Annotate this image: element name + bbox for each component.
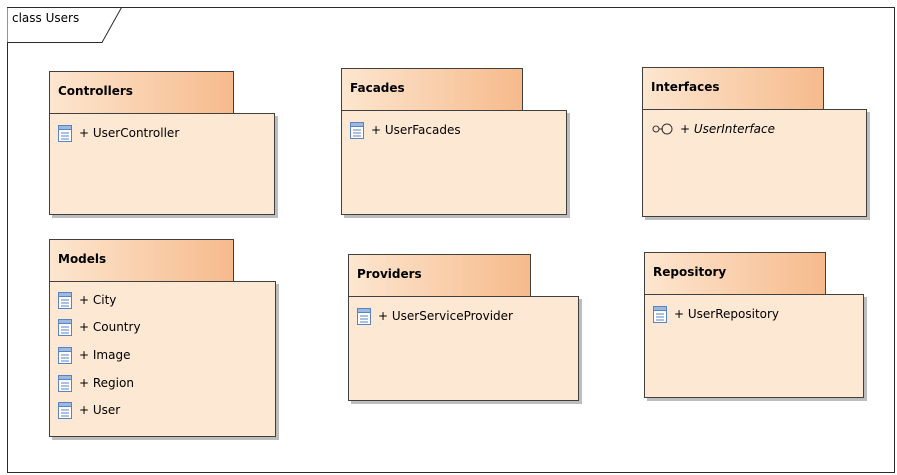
class-icon (357, 307, 371, 325)
package-body: + UserFacades (341, 110, 567, 215)
package-name: Controllers (58, 84, 133, 98)
package-body: + City + Country + Image + Region + User (49, 281, 276, 437)
class-icon (58, 124, 72, 142)
package-tab: Providers (348, 254, 531, 297)
class-name: + UserFacades (371, 123, 461, 137)
package-body: + UserServiceProvider (348, 296, 579, 401)
package-tab: Controllers (49, 71, 234, 114)
class-item-city[interactable]: + City (58, 290, 116, 310)
frame-label-tab (7, 7, 122, 43)
class-icon (58, 346, 72, 364)
interface-name: + UserInterface (680, 122, 775, 136)
package-tab: Interfaces (642, 67, 824, 110)
class-item-userrepository[interactable]: + UserRepository (653, 304, 779, 324)
class-name: + UserRepository (674, 307, 780, 321)
interface-item-userinterface[interactable]: + UserInterface (651, 119, 775, 139)
package-name: Repository (653, 265, 727, 279)
class-item-country[interactable]: + Country (58, 317, 141, 337)
class-icon (58, 401, 72, 419)
class-name: + UserController (79, 126, 180, 140)
class-icon (58, 318, 72, 336)
class-name: + User (79, 403, 121, 417)
class-item-userfacades[interactable]: + UserFacades (350, 120, 461, 140)
class-item-userserviceprovider[interactable]: + UserServiceProvider (357, 306, 513, 326)
package-tab: Repository (644, 252, 826, 295)
class-name: + City (79, 293, 117, 307)
class-item-user[interactable]: + User (58, 400, 120, 420)
class-name: + Country (79, 320, 141, 334)
class-item-usercontroller[interactable]: + UserController (58, 123, 179, 143)
package-name: Providers (357, 267, 422, 281)
class-icon (653, 305, 667, 323)
package-tab: Facades (341, 68, 523, 111)
diagram-frame (7, 7, 895, 473)
package-body: + UserInterface (642, 109, 867, 217)
interface-lollipop-icon (652, 123, 673, 135)
class-name: + UserServiceProvider (378, 309, 513, 323)
class-name: + Image (79, 348, 131, 362)
class-name: + Region (79, 376, 134, 390)
package-body: + UserRepository (644, 294, 864, 398)
class-item-image[interactable]: + Image (58, 345, 130, 365)
diagram-title: class Users (12, 11, 80, 25)
class-item-region[interactable]: + Region (58, 373, 134, 393)
package-tab: Models (49, 239, 234, 282)
package-body: + UserController (49, 113, 275, 215)
class-icon (58, 374, 72, 392)
package-name: Interfaces (651, 80, 720, 94)
package-name: Facades (350, 81, 405, 95)
class-icon (350, 121, 364, 139)
package-name: Models (58, 252, 107, 266)
class-icon (58, 291, 72, 309)
